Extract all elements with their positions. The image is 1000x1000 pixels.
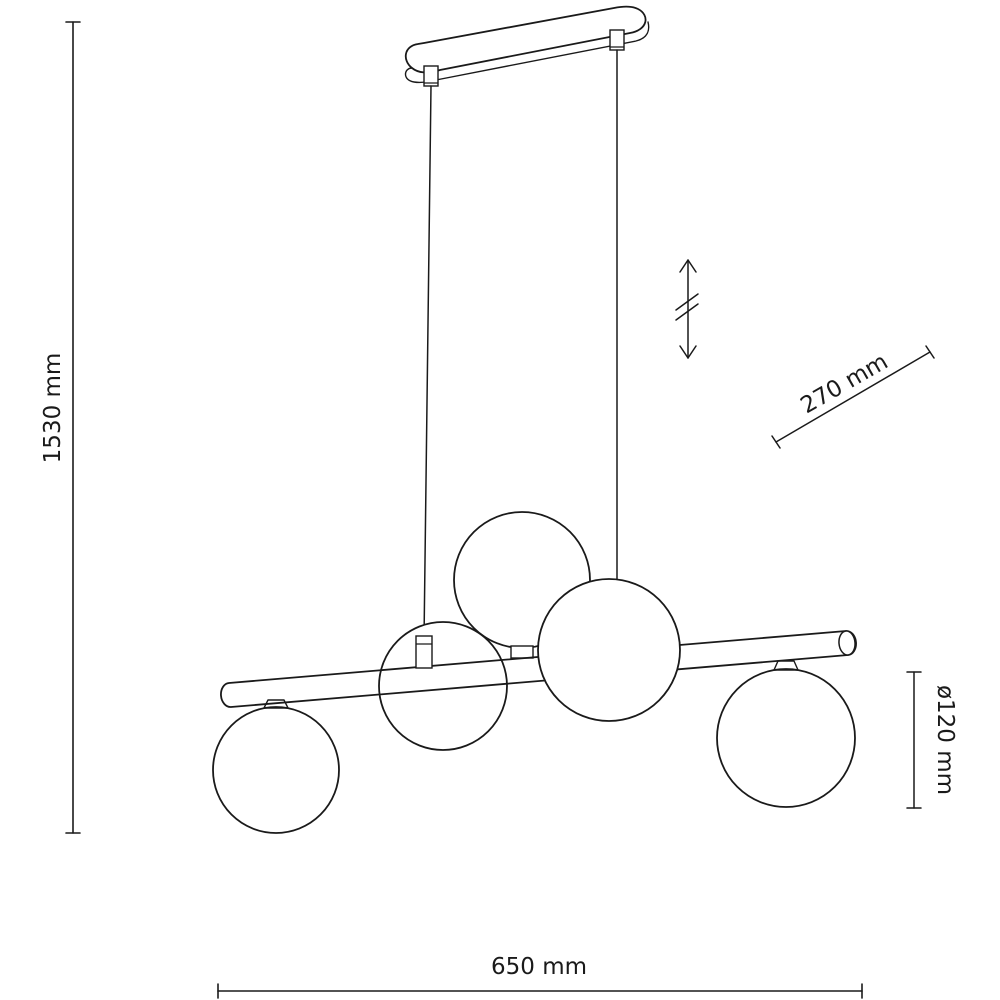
globe-diameter-label: ø120 mm xyxy=(932,685,958,795)
globe-front-center xyxy=(537,578,681,722)
width-label: 650 mm xyxy=(491,954,587,980)
front-globes xyxy=(212,578,856,834)
width-dimension: 650 mm xyxy=(217,954,863,999)
horizontal-bar xyxy=(220,630,857,708)
height-dimension: 1530 mm xyxy=(40,21,81,834)
globe-front-right xyxy=(716,668,856,808)
depth-dimension: 270 mm xyxy=(771,345,935,449)
globe-front-left xyxy=(212,706,340,834)
suspension-cables xyxy=(423,49,618,641)
ceiling-canopy xyxy=(404,5,650,87)
height-label: 1530 mm xyxy=(40,353,66,464)
depth-label: 270 mm xyxy=(796,349,892,420)
adjustable-length-arrow xyxy=(675,259,699,359)
globe-back-left xyxy=(378,621,508,751)
globe-diameter-dimension: ø120 mm xyxy=(906,671,958,809)
